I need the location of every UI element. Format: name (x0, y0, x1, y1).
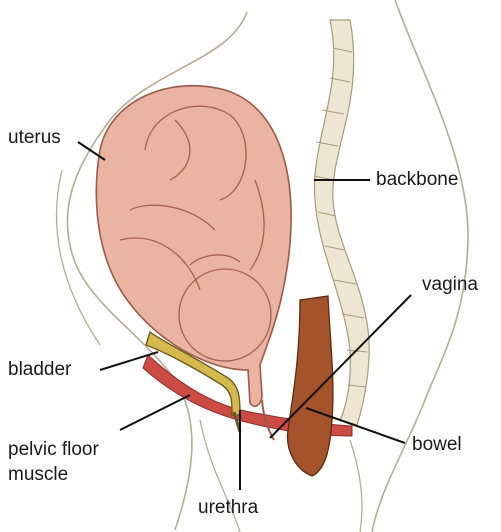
bowel-shape (288, 296, 333, 476)
vagina-leader (270, 295, 411, 438)
label-vagina: vagina (422, 273, 478, 296)
label-uterus: uterus (8, 126, 61, 149)
abdomen-outline (56, 170, 100, 345)
label-bowel: bowel (412, 433, 462, 456)
label-backbone: backbone (376, 168, 458, 191)
label-pelvic-floor: pelvic floor (8, 438, 99, 461)
buttock-outline (350, 440, 362, 532)
label-pelvic-floor-muscle: muscle (8, 463, 68, 486)
label-urethra: urethra (198, 496, 258, 519)
label-bladder: bladder (8, 358, 71, 381)
pelvic-floor-leader (120, 395, 190, 430)
